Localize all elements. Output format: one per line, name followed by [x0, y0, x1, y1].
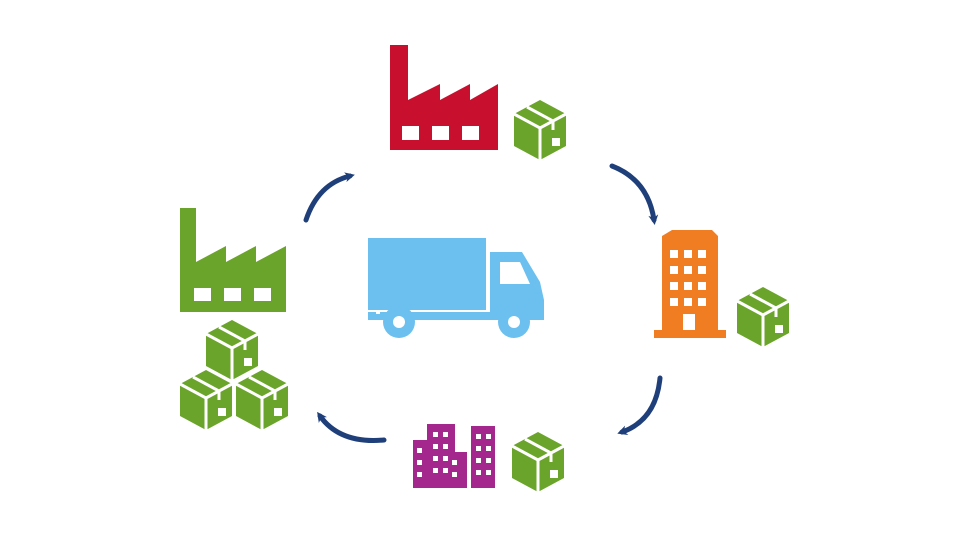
city-windows [417, 432, 491, 477]
box-icon [234, 368, 290, 432]
arrow-right-to-bottom [617, 375, 663, 436]
delivery-truck-icon [368, 238, 544, 338]
factory-top-icon [390, 45, 498, 150]
city-buildings-icon [413, 424, 495, 488]
box-icon [735, 285, 791, 349]
box-icon [512, 98, 568, 162]
box-icon [204, 318, 260, 382]
factory-left-icon [180, 208, 286, 312]
arrow-left-to-top [303, 172, 355, 223]
stacked-boxes-icon [178, 318, 290, 432]
office-building-icon [654, 230, 726, 338]
box-icon [510, 430, 566, 494]
arrow-top-to-right [609, 163, 659, 225]
arrow-bottom-to-left [317, 411, 387, 443]
box-icon [178, 368, 234, 432]
